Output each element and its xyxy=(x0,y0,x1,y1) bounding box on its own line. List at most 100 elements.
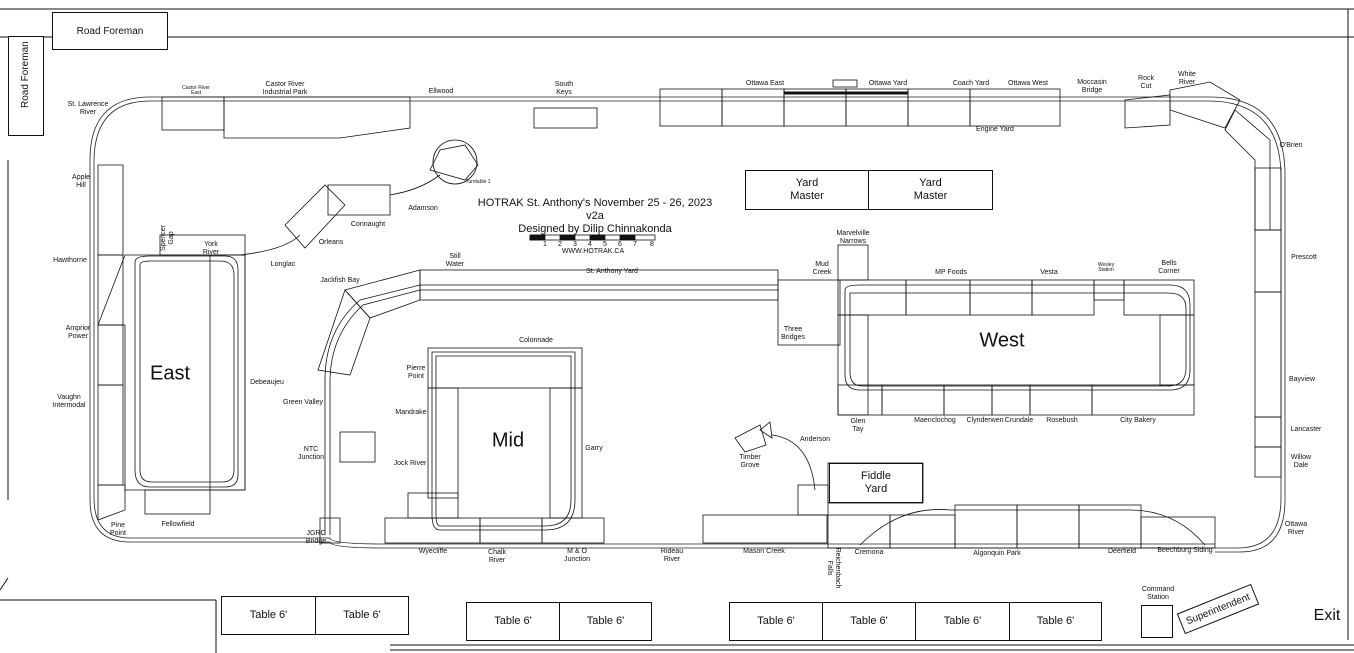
station-st-anthony-yard: St. Anthony Yard xyxy=(586,268,638,275)
scale-tick-8: 8 xyxy=(650,241,654,248)
module-west-label: West xyxy=(979,329,1025,352)
station-moccasin-bridge: Moccasin Bridge xyxy=(1077,79,1107,94)
station-jgrc-bridge: JGRC Bridge xyxy=(305,530,327,545)
station-obrien: O'Brien xyxy=(1279,142,1303,149)
station-anderson: Anderson xyxy=(800,436,830,443)
station-rideau-river: Rideau River xyxy=(660,548,684,563)
scale-tick-4: 4 xyxy=(588,241,592,248)
east-module xyxy=(97,164,246,521)
station-willow-dale: Willow Dale xyxy=(1290,454,1312,469)
road-foreman-side-box xyxy=(8,36,44,136)
scale-tick-3: 3 xyxy=(573,241,577,248)
station-rock-cut: Rock Cut xyxy=(1138,75,1154,90)
station-mp-foods: MP Foods xyxy=(935,269,967,276)
station-mandrake: Mandrake xyxy=(395,409,427,416)
north-modules xyxy=(161,79,1241,139)
station-debeaujeu: Debeaujeu xyxy=(250,379,284,386)
scale-tick-1: 1 xyxy=(543,241,547,248)
road-foreman-side-label: Road Foreman xyxy=(20,41,31,108)
exit-label: Exit xyxy=(1313,607,1341,624)
road-foreman-top-box: Road Foreman xyxy=(52,12,168,50)
station-algonquin-park: Algonquin Park xyxy=(973,550,1021,557)
station-coach-yard: Coach Yard xyxy=(952,80,990,87)
south-modules xyxy=(827,504,1216,549)
station-castor-river-industrial-park: Castor River Industrial Park xyxy=(262,81,308,96)
station-amprior-power: Amprior Power xyxy=(65,325,91,340)
station-wyecliffe: Wyecliffe xyxy=(418,548,448,555)
scale-tick-5: 5 xyxy=(603,241,607,248)
station-mo-junction: M & O Junction xyxy=(563,548,591,563)
station-ottawa-west: Ottawa West xyxy=(1008,80,1048,87)
scale-tick-7: 7 xyxy=(633,241,637,248)
yard-master-box-2: Yard Master xyxy=(868,170,993,210)
table-1: Table 6' xyxy=(221,596,316,635)
station-hawthorne: Hawthorne xyxy=(53,257,87,264)
station-crundale: Crundale xyxy=(1004,417,1034,424)
scale-tick-2: 2 xyxy=(558,241,562,248)
yard-master-box-1: Yard Master xyxy=(745,170,869,210)
station-maenclochog: Maenclochog xyxy=(914,417,956,424)
station-castor-river-east: Castor River East xyxy=(182,85,210,96)
command-station-label: Command Station xyxy=(1141,586,1175,601)
station-prescott: Prescott xyxy=(1291,254,1317,261)
room-walls xyxy=(0,8,1354,653)
mainline-loop xyxy=(89,96,1286,553)
station-lancaster: Lancaster xyxy=(1290,426,1322,433)
table-5: Table 6' xyxy=(729,602,823,641)
table-7: Table 6' xyxy=(915,602,1010,641)
station-longlac: Longlac xyxy=(270,261,296,268)
station-york-river: York River xyxy=(202,241,220,256)
station-vaughn-intermodal: Vaughn Intermodal xyxy=(52,394,86,409)
station-south-keys: South Keys xyxy=(554,81,574,96)
orleans-connaught-modules xyxy=(239,139,479,256)
station-bells-corner: Bells Corner xyxy=(1158,260,1180,275)
station-white-river: White River xyxy=(1178,71,1196,86)
station-clynderwen: Clynderwen xyxy=(966,417,1004,424)
station-still-water: Still Water xyxy=(445,253,465,268)
station-adamson: Adamson xyxy=(408,205,438,212)
station-bayview: Bayview xyxy=(1288,376,1316,383)
station-mason-creek: Mason Creek xyxy=(743,548,785,555)
table-4: Table 6' xyxy=(559,602,652,641)
station-st-lawrence-river: St. Lawrence River xyxy=(67,101,109,116)
module-mid-label: Mid xyxy=(491,429,525,452)
station-colonnade: Colonnade xyxy=(519,337,553,344)
station-cremona: Cremona xyxy=(854,549,884,556)
table-6: Table 6' xyxy=(822,602,916,641)
station-rosebush: Rosebush xyxy=(1046,417,1078,424)
station-timber-grove: Timber Grove xyxy=(739,454,761,469)
station-ntc-junction: NTC Junction xyxy=(297,446,325,461)
layout-title: HOTRAK St. Anthony's November 25 - 26, 2… xyxy=(470,197,720,236)
fiddle-yard-box: Fiddle Yard xyxy=(829,463,923,503)
station-jackfish-bay: Jackfish Bay xyxy=(320,277,360,284)
station-connaught: Connaught xyxy=(350,221,386,228)
station-glen-tay: Glen Tay xyxy=(850,418,866,433)
station-jock-river: Jock River xyxy=(393,460,427,467)
station-beechburg-siding: Beechburg Siding xyxy=(1157,547,1213,554)
scale-bar xyxy=(529,234,656,241)
station-pierre-point: Pierre Point xyxy=(406,365,426,380)
station-wesley-station: Wesley Station xyxy=(1097,262,1115,273)
station-chalk-river: Chalk River xyxy=(488,549,506,564)
station-ottawa-yard: Ottawa Yard xyxy=(868,80,908,87)
command-station-box xyxy=(1141,605,1173,638)
west-module xyxy=(837,244,1195,416)
mid-module xyxy=(317,269,924,544)
station-apple-hill: Apple Hill xyxy=(72,174,90,189)
station-mud-creek: Mud Creek xyxy=(812,261,832,276)
station-city-bakery: City Bakery xyxy=(1120,417,1156,424)
station-ellwood: Ellwood xyxy=(428,88,454,95)
website-label: WWW.HOTRAK.CA xyxy=(561,248,625,255)
station-turntable: Turntable 1 xyxy=(465,179,491,185)
station-spencer-gap: Spencer Gap xyxy=(160,224,175,252)
table-8: Table 6' xyxy=(1009,602,1102,641)
module-east-label: East xyxy=(149,362,191,385)
station-marvelville-narrows: Marvelville Narrows xyxy=(836,230,870,245)
east-right-modules xyxy=(1224,109,1282,478)
station-fellowfield: Fellowfield xyxy=(161,521,195,528)
station-garry: Garry xyxy=(585,445,603,452)
scale-tick-6: 6 xyxy=(618,241,622,248)
designer-line: Designed by Dilip Chinnakonda xyxy=(518,223,672,235)
station-deerfield: Deerfield xyxy=(1107,548,1137,555)
station-green-valley: Green Valley xyxy=(283,399,323,406)
